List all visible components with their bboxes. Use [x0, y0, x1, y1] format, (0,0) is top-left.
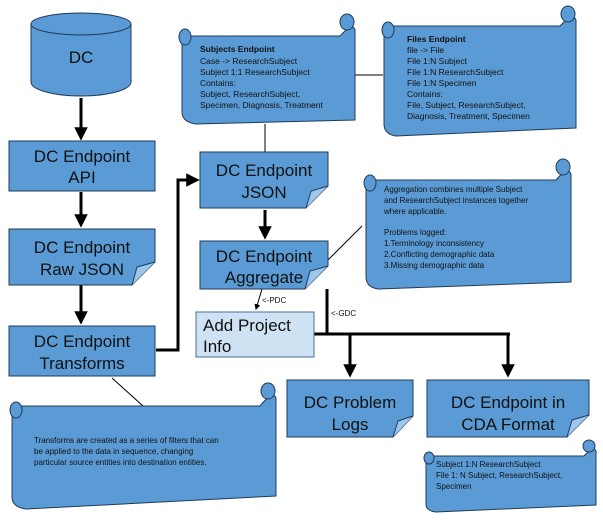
note-aggregation-line-2: where applicable. — [383, 207, 446, 216]
node-json-line1: DC Endpoint — [216, 161, 313, 180]
note-cda-line-0: Subject 1:N ResearchSubject — [436, 460, 541, 469]
note-files-endpoint: Files Endpoint file -> File File 1:N Sub… — [381, 5, 577, 137]
node-json-line2: JSON — [241, 183, 286, 202]
note-subjects-line-1: Subject 1:1 ResearchSubject — [200, 67, 310, 77]
note-files-line-5: File, Subject, ResearchSubject, — [407, 100, 526, 110]
note-subjects-endpoint: Subjects Endpoint Case -> ResearchSubjec… — [178, 13, 356, 125]
note-aggregation-line-0: Aggregation combines multiple Subject — [384, 185, 523, 194]
note-files-title: Files Endpoint — [407, 34, 466, 44]
note-subjects-line-2: Contains: — [200, 78, 236, 88]
node-transforms-line1: DC Endpoint — [34, 332, 131, 351]
node-raw-json-line1: DC Endpoint — [34, 238, 131, 257]
note-aggregation: Aggregation combines multiple Subject an… — [363, 158, 572, 290]
node-dc: DC — [30, 12, 132, 97]
note-transforms-line-2: particular source entities into destinat… — [34, 458, 207, 467]
edge-transforms-to-json — [156, 173, 200, 352]
node-cda-line2: CDA Format — [461, 415, 555, 434]
note-cda-relations: Subject 1:N ResearchSubject File 1: N Su… — [423, 439, 597, 513]
node-problem-logs-line1: DC Problem — [304, 393, 397, 412]
node-problem-logs-line2: Logs — [332, 415, 369, 434]
node-project-info-line2: Info — [203, 337, 231, 356]
note-subjects-title: Subjects Endpoint — [200, 44, 275, 54]
edge-aggregate-to-projectinfo — [254, 288, 263, 311]
note-aggregation-line-4: Problems logged: — [384, 228, 446, 237]
node-dc-label: DC — [69, 48, 94, 67]
note-aggregation-line-6: 2.Conflicting demographic data — [384, 250, 495, 259]
note-aggregation-line-5: 1.Terminology inconsistency — [384, 239, 484, 248]
note-cda-line-2: Specimen — [436, 482, 472, 491]
node-endpoint-api-line2: API — [68, 168, 95, 187]
note-files-line-1: File 1:N Subject — [407, 56, 468, 66]
node-aggregate-line1: DC Endpoint — [216, 247, 313, 266]
note-aggregation-line-1: and ResearchSubject instances together — [384, 196, 528, 205]
node-endpoint-api: DC Endpoint API — [8, 140, 156, 192]
node-endpoint-raw-json: DC Endpoint Raw JSON — [8, 228, 156, 286]
node-project-info-line1: Add Project — [203, 316, 291, 335]
node-problem-logs: DC Problem Logs — [286, 379, 414, 438]
node-endpoint-aggregate: DC Endpoint Aggregate — [199, 240, 329, 290]
note-subjects-line-0: Case -> ResearchSubject — [200, 56, 298, 66]
note-files-line-0: file -> File — [407, 45, 444, 55]
note-files-line-3: File 1:N Specimen — [407, 78, 477, 88]
note-files-line-2: File 1:N ResearchSubject — [407, 67, 504, 77]
note-transforms: Transforms are created as a series of fi… — [9, 382, 277, 510]
note-transforms-line-0: Transforms are created as a series of fi… — [34, 436, 219, 445]
note-cda-line-1: File 1: N Subject, ResearchSubject, — [436, 471, 562, 480]
note-subjects-line-3: Subject, ResearchSubject, — [200, 89, 300, 99]
node-cda-format: DC Endpoint in CDA Format — [426, 379, 590, 438]
note-aggregation-line-7: 3.Missing demographic data — [384, 261, 485, 270]
note-subjects-line-4: Specimen, Diagnosis, Treatment — [200, 100, 323, 110]
node-endpoint-api-line1: DC Endpoint — [34, 147, 131, 166]
node-endpoint-json: DC Endpoint JSON — [199, 151, 329, 209]
note-files-line-6: Diagnosis, Treatment, Specimen — [407, 111, 530, 121]
edge-label-pdc: <-PDC — [262, 296, 286, 305]
node-cda-line1: DC Endpoint in — [451, 393, 565, 412]
connector-transforms-note — [111, 377, 144, 407]
node-raw-json-line2: Raw JSON — [40, 260, 124, 279]
node-transforms-line2: Transforms — [39, 354, 124, 373]
node-endpoint-transforms: DC Endpoint Transforms — [8, 325, 156, 377]
node-aggregate-line2: Aggregate — [225, 268, 303, 287]
note-transforms-line-1: be applied to the data in sequence, chan… — [34, 447, 193, 456]
node-add-project-info: Add Project Info — [195, 311, 315, 358]
edge-label-gdc: <-GDC — [331, 309, 356, 318]
note-files-line-4: Contains: — [407, 89, 443, 99]
